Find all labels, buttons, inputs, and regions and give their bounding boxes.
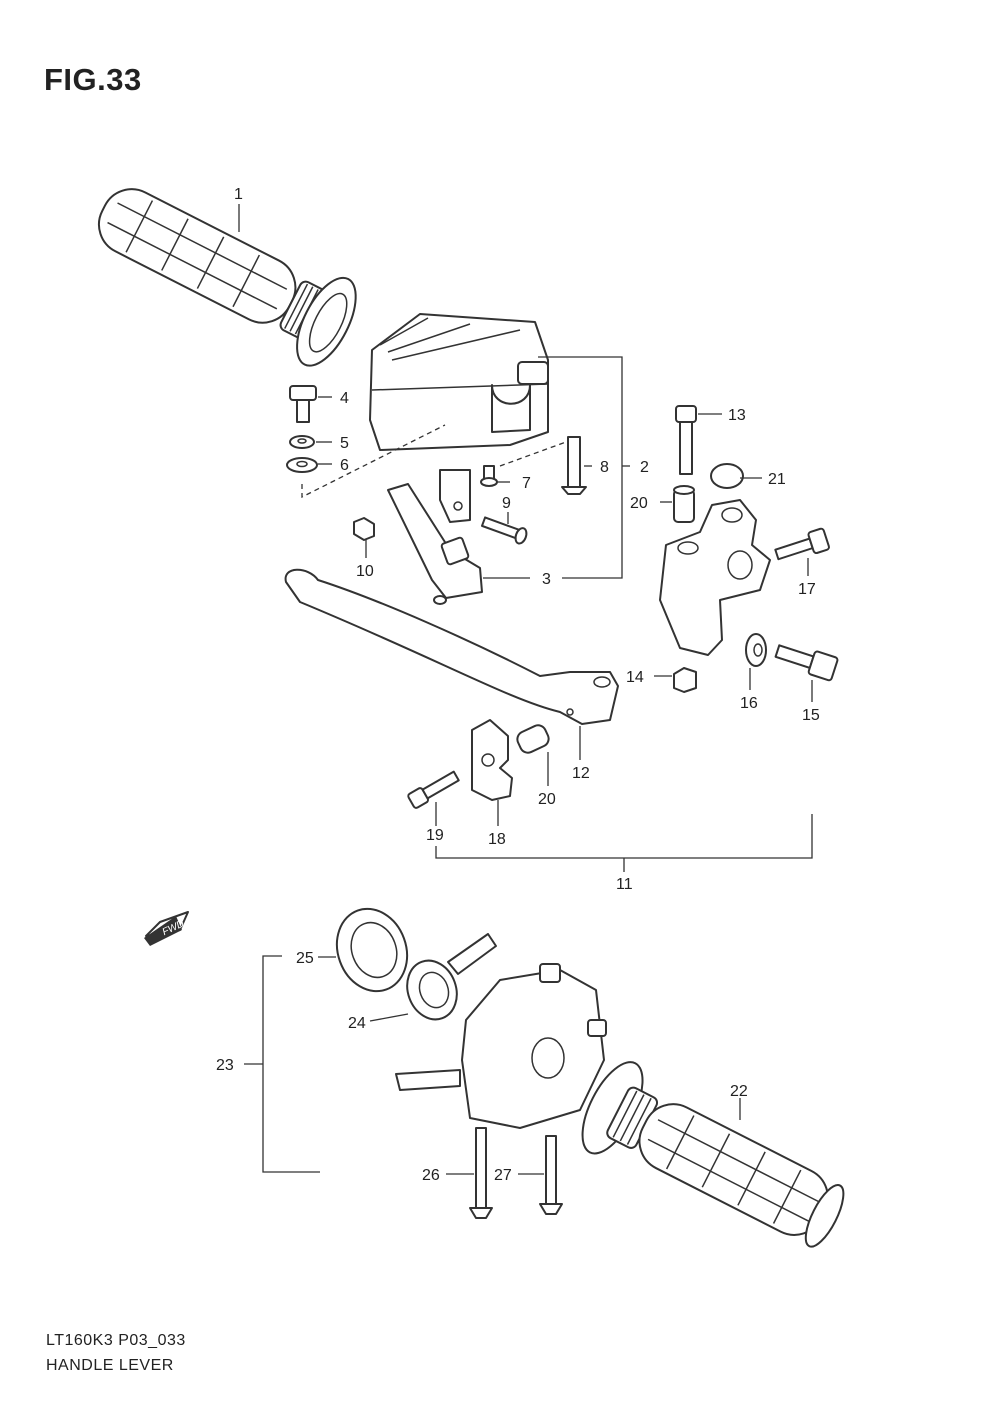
nut-14-illustration (673, 667, 697, 693)
ring-25-illustration (335, 907, 409, 993)
screw-7-illustration (480, 465, 498, 487)
leader-lines (238, 204, 813, 1175)
washer-5-illustration (289, 435, 315, 449)
cap-21-illustration (710, 463, 744, 489)
callout-21: 21 (768, 471, 786, 488)
callout-2: 2 (640, 459, 649, 476)
callout-19: 19 (426, 827, 444, 844)
left-grip-illustration (97, 188, 357, 367)
lever-bracket-illustration (387, 483, 483, 605)
right-switch-housing-illustration (395, 963, 607, 1129)
callout-18: 18 (488, 831, 506, 848)
collar-20-illustration (516, 724, 550, 754)
figure-code: LT160K3 P03_033 (46, 1332, 186, 1349)
callout-3: 3 (542, 571, 551, 588)
clutch-lever-illustration (284, 568, 619, 725)
figure-title: FIG.33 (44, 62, 142, 97)
fwd-direction-badge: FWD (144, 911, 189, 946)
callout-5: 5 (340, 435, 349, 452)
callout-17: 17 (798, 581, 816, 598)
callout-4: 4 (340, 390, 349, 407)
callout-25: 25 (296, 950, 314, 967)
left-switch-housing-illustration (369, 313, 549, 523)
callout-20-holder: 20 (630, 495, 648, 512)
throttle-24-illustration (406, 933, 497, 1021)
screw-15-illustration (774, 644, 839, 682)
callout-8: 8 (600, 459, 609, 476)
callout-13: 13 (728, 407, 746, 424)
callout-20-lever: 20 (538, 791, 556, 808)
nut-16-illustration (745, 633, 767, 667)
callout-7: 7 (522, 475, 531, 492)
callout-16: 16 (740, 695, 758, 712)
callout-27: 27 (494, 1167, 512, 1184)
callout-14: 14 (626, 669, 644, 686)
nut-10-illustration (353, 517, 375, 541)
bolt-17-illustration (774, 527, 830, 561)
bolt-13-illustration (675, 405, 697, 475)
lever-holder-illustration (659, 499, 771, 656)
callout-6: 6 (340, 457, 349, 474)
callout-26: 26 (422, 1167, 440, 1184)
screw-8-illustration (561, 436, 587, 495)
collar-20-right-illustration (673, 485, 695, 523)
clamp-18-illustration (471, 719, 513, 801)
screw-26-illustration (469, 1127, 493, 1219)
bolt-19-illustration (407, 770, 460, 809)
callout-labels: 1 2 3 4 5 6 7 8 9 10 11 12 13 14 15 16 1… (216, 186, 820, 1184)
figure-name: HANDLE LEVER (46, 1357, 174, 1374)
callout-1: 1 (234, 186, 243, 203)
callout-22: 22 (730, 1083, 748, 1100)
washer-6-illustration (286, 457, 318, 473)
callout-9: 9 (502, 495, 511, 512)
right-grip-illustration (581, 1061, 845, 1248)
callout-12: 12 (572, 765, 590, 782)
callout-24: 24 (348, 1015, 366, 1032)
callout-15: 15 (802, 707, 820, 724)
callout-11: 11 (616, 876, 633, 893)
callout-10: 10 (356, 563, 374, 580)
bolt-4-illustration (289, 385, 317, 423)
callout-23: 23 (216, 1057, 234, 1074)
screw-27-illustration (539, 1135, 563, 1215)
screw-9-illustration (481, 516, 528, 545)
